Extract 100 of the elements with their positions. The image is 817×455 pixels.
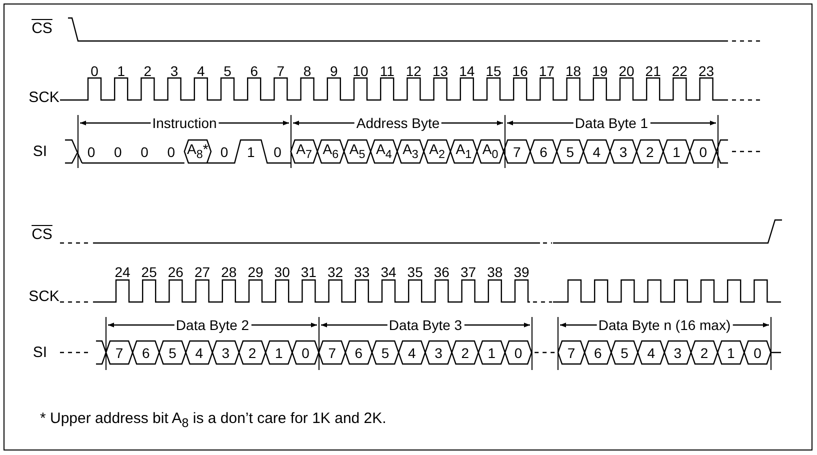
clock-count: 33 bbox=[354, 264, 370, 280]
bit-label: 0 bbox=[140, 144, 148, 160]
bit-label: 1 bbox=[275, 344, 283, 360]
bit-label: 4 bbox=[592, 144, 601, 160]
clock-count: 37 bbox=[460, 264, 476, 280]
clock-count: 10 bbox=[352, 63, 368, 79]
clock-count: 23 bbox=[698, 63, 714, 79]
bit-label: A$_{2}$ bbox=[429, 140, 445, 162]
bit-label: A$_{6}$ bbox=[322, 140, 339, 162]
clock-count: 7 bbox=[276, 63, 285, 79]
bit-label: 0 bbox=[274, 144, 282, 160]
bit-label: 0 bbox=[302, 344, 310, 360]
bit-label: 1 bbox=[727, 344, 735, 360]
bit-label: 5 bbox=[381, 344, 390, 360]
clock-count: 22 bbox=[672, 63, 688, 79]
bit-label: 2 bbox=[700, 344, 708, 360]
bit-label: 1 bbox=[247, 144, 255, 160]
clock-count: 0 bbox=[90, 63, 98, 79]
signal-name: SI bbox=[32, 344, 48, 360]
clock-count: 1 bbox=[117, 63, 125, 79]
bit-label: 2 bbox=[646, 144, 654, 160]
bit-label: 5 bbox=[566, 144, 574, 160]
bit-label: 5 bbox=[620, 344, 628, 360]
footnote: * Upper address bit A$_{8}$ is a don’t care for 1K and 2K. bbox=[40, 411, 386, 431]
clock-count: 17 bbox=[538, 63, 554, 79]
bit-label: 3 bbox=[222, 344, 230, 360]
clock-count: 24 bbox=[114, 264, 130, 280]
clock-count: 28 bbox=[221, 264, 237, 280]
clock-count: 20 bbox=[618, 63, 634, 79]
bit-label: 2 bbox=[461, 344, 469, 360]
clock-count: 36 bbox=[434, 264, 450, 280]
clock-count: 15 bbox=[486, 63, 502, 79]
clock-count: 5 bbox=[224, 63, 232, 79]
bit-label: 7 bbox=[115, 344, 124, 360]
clock-count: 4 bbox=[197, 63, 205, 79]
bit-label: A$_{7}$ bbox=[296, 140, 312, 162]
bit-label: A$_{4}$ bbox=[376, 140, 392, 162]
signal-name: CS bbox=[32, 227, 52, 243]
signal-name: SCK bbox=[28, 90, 60, 106]
bit-label: 3 bbox=[619, 144, 628, 160]
clock-count: 34 bbox=[380, 264, 396, 280]
clock-count: 8 bbox=[303, 63, 312, 79]
clock-count: 29 bbox=[248, 264, 264, 280]
clock-count: 38 bbox=[487, 264, 503, 280]
bit-label: A$_{0}$ bbox=[482, 140, 498, 162]
signal-name: SCK bbox=[28, 289, 60, 305]
clock-count: 12 bbox=[406, 63, 422, 79]
clock-count: 16 bbox=[512, 63, 528, 79]
clock-count: 9 bbox=[330, 63, 338, 79]
bit-label: 5 bbox=[168, 344, 176, 360]
span-label: Instruction bbox=[150, 115, 219, 131]
bit-label: 7 bbox=[328, 344, 336, 360]
bit-label: 3 bbox=[434, 344, 442, 360]
clock-count: 26 bbox=[168, 264, 184, 280]
signal-name: CS bbox=[32, 21, 52, 37]
bit-label: 6 bbox=[354, 344, 363, 360]
clock-count: 18 bbox=[566, 63, 582, 79]
clock-count: 31 bbox=[300, 264, 316, 280]
bit-label: 0 bbox=[754, 344, 762, 360]
clock-count: 6 bbox=[250, 63, 258, 79]
bit-label: 0 bbox=[87, 144, 96, 160]
clock-count: 35 bbox=[407, 264, 423, 280]
span-label: Address Byte bbox=[354, 115, 442, 131]
bit-label: 0 bbox=[699, 144, 707, 160]
clock-count: 21 bbox=[645, 63, 661, 79]
bit-label: A$_{5}$ bbox=[349, 140, 366, 162]
bit-label: 2 bbox=[248, 344, 256, 360]
bit-label: 6 bbox=[540, 144, 548, 160]
span-label: Data Byte 2 bbox=[174, 317, 252, 333]
bit-label: 1 bbox=[488, 344, 496, 360]
span-label: Data Byte 1 bbox=[572, 115, 650, 131]
bit-label: A$_{3}$ bbox=[402, 140, 418, 162]
bit-label: 6 bbox=[142, 344, 150, 360]
clock-count: 3 bbox=[170, 63, 178, 79]
clock-count: 27 bbox=[194, 264, 210, 280]
signal-name: SI bbox=[32, 144, 48, 160]
bit-label: 4 bbox=[647, 344, 655, 360]
clock-count: 2 bbox=[144, 63, 152, 79]
clock-count: 30 bbox=[274, 264, 290, 280]
clock-count: 25 bbox=[141, 264, 157, 280]
bit-label: 7 bbox=[567, 344, 576, 360]
bit-label: 1 bbox=[672, 144, 680, 160]
bit-label: 0 bbox=[167, 144, 175, 160]
bit-label: 4 bbox=[408, 344, 416, 360]
clock-count: 14 bbox=[459, 63, 475, 79]
span-label: Data Byte 3 bbox=[386, 317, 464, 333]
bit-label: A$_{1}$ bbox=[456, 140, 472, 162]
bit-label: 3 bbox=[674, 344, 682, 360]
clock-count: 32 bbox=[328, 264, 344, 280]
bit-label: 0 bbox=[220, 144, 228, 160]
bit-label: 4 bbox=[195, 344, 203, 360]
clock-count: 39 bbox=[514, 264, 530, 280]
clock-count: 13 bbox=[432, 63, 448, 79]
bit-label: A$_{8}$* bbox=[187, 140, 208, 162]
bit-label: 0 bbox=[514, 344, 522, 360]
bit-label: 7 bbox=[513, 144, 521, 160]
bit-label: 0 bbox=[114, 144, 122, 160]
bit-label: 6 bbox=[594, 344, 602, 360]
span-label: Data Byte n (16 max) bbox=[596, 317, 733, 333]
clock-count: 19 bbox=[592, 63, 608, 79]
